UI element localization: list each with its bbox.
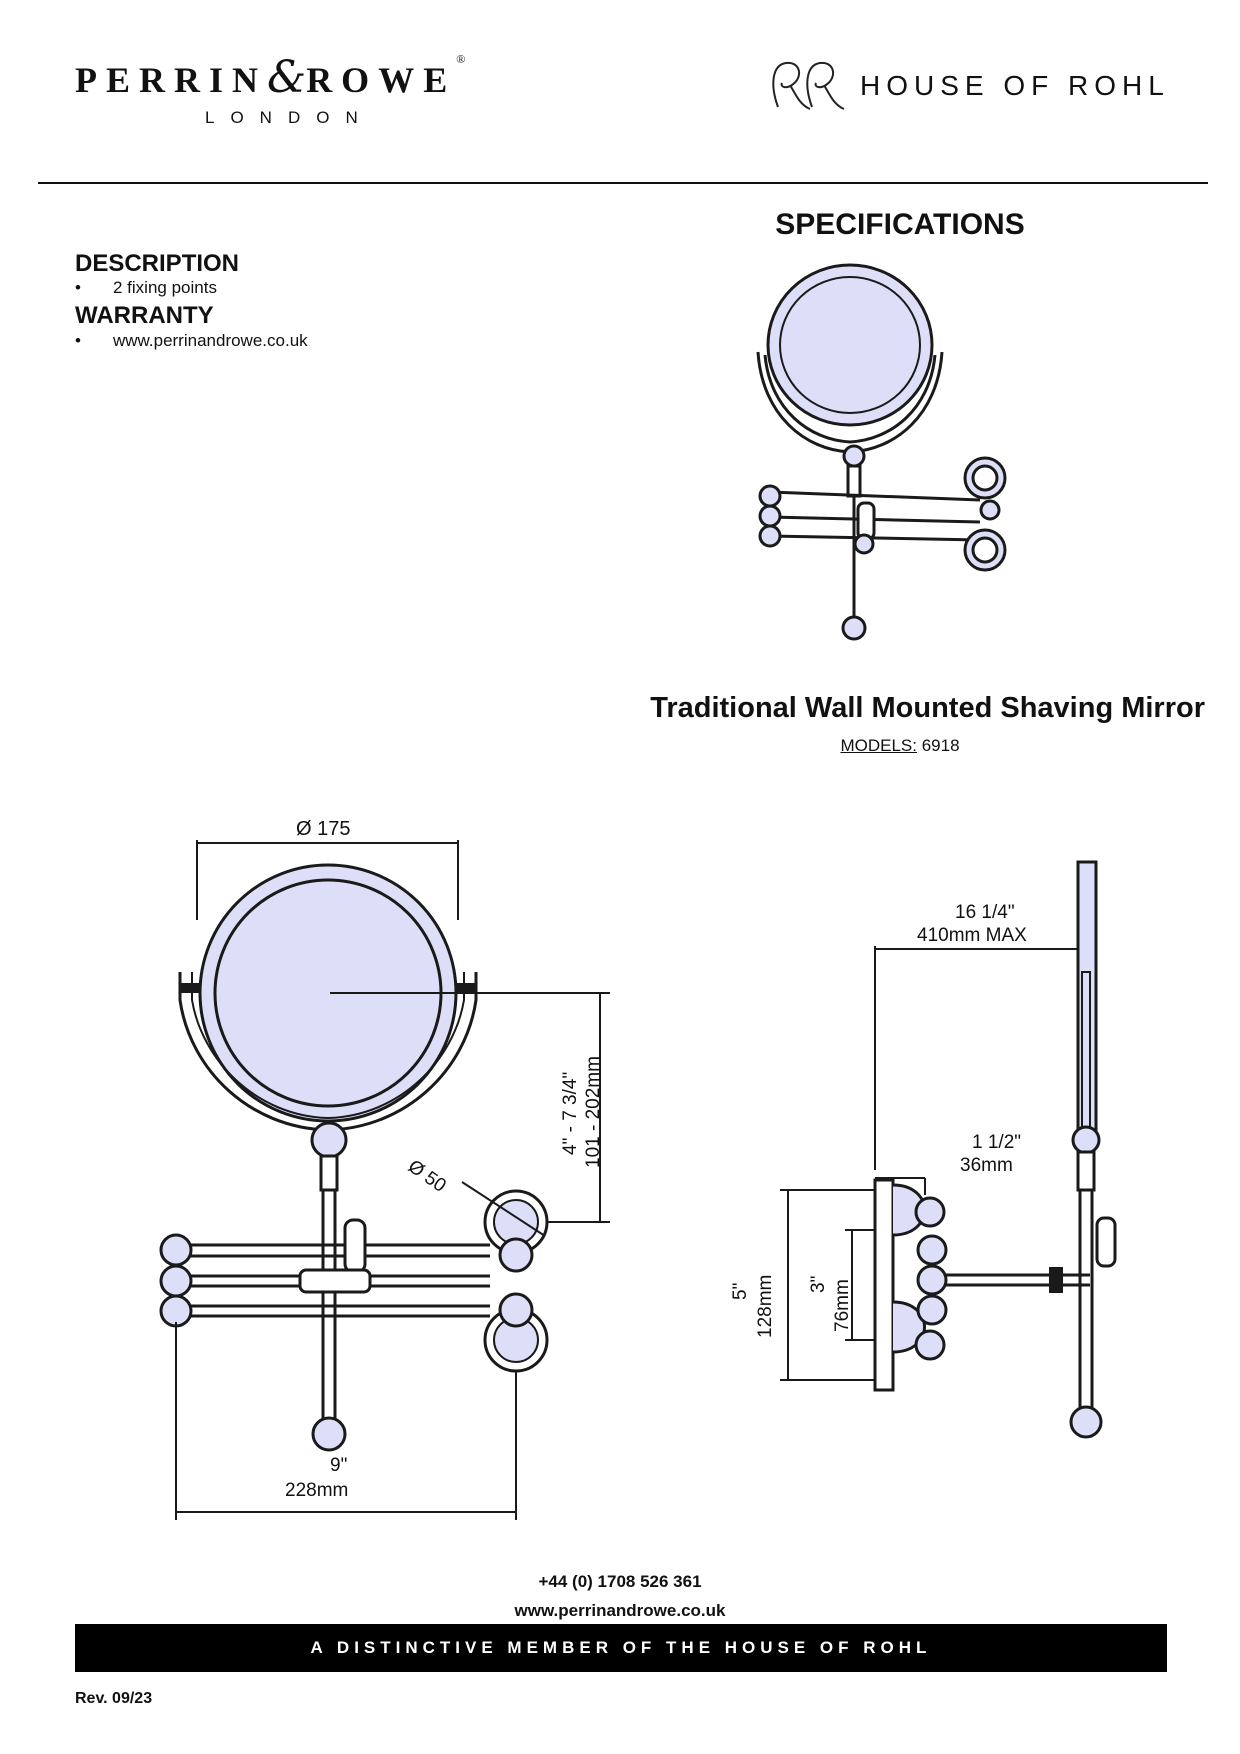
overall-height-mm-label: 128mm (755, 1274, 776, 1338)
description-item: •2 fixing points (75, 278, 217, 297)
projection-inch-label: 1 1/2" (972, 1132, 1022, 1153)
product-title: Traditional Wall Mounted Shaving Mirror (650, 692, 1205, 724)
height-range-inch-label: 4" - 7 3/4" (560, 1071, 581, 1155)
contact-website[interactable]: www.perrinandrowe.co.uk (514, 1601, 726, 1620)
revision-label: Rev. 09/23 (75, 1690, 153, 1707)
header-divider (38, 182, 1208, 184)
models-line: MODELS: 6918 (840, 736, 960, 755)
height-range-mm-label: 101 - 202mm (583, 1056, 604, 1168)
product-isometric-illustration (756, 263, 1007, 641)
contact-phone: +44 (0) 1708 526 361 (538, 1572, 702, 1591)
fixing-centres-inch-label: 3" (808, 1275, 829, 1293)
rohl-monogram-icon (772, 61, 845, 110)
side-elevation-drawing (780, 860, 1117, 1439)
extension-inch-label: 16 1/4" (955, 902, 1015, 923)
warranty-heading: WARRANTY (75, 302, 214, 329)
specifications-title: SPECIFICATIONS (775, 208, 1025, 241)
width-mm-label: 228mm (285, 1480, 349, 1501)
logo-subtitle: LONDON (205, 108, 374, 127)
fixing-centres-mm-label: 76mm (832, 1279, 853, 1332)
house-of-rohl-logo: HOUSE OF ROHL (860, 70, 1170, 101)
width-inch-label: 9" (330, 1455, 348, 1476)
mirror-diameter-label: Ø 175 (296, 818, 351, 840)
perrin-rowe-logo: PERRIN&ROWE® (75, 52, 466, 103)
warranty-item: •www.perrinandrowe.co.uk (75, 331, 308, 350)
extension-mm-label: 410mm MAX (917, 925, 1027, 946)
description-heading: DESCRIPTION (75, 250, 240, 277)
footer-banner: A DISTINCTIVE MEMBER OF THE HOUSE OF ROH… (75, 1624, 1167, 1672)
front-elevation-drawing (159, 840, 610, 1520)
overall-height-inch-label: 5" (730, 1282, 751, 1300)
projection-mm-label: 36mm (960, 1155, 1013, 1176)
